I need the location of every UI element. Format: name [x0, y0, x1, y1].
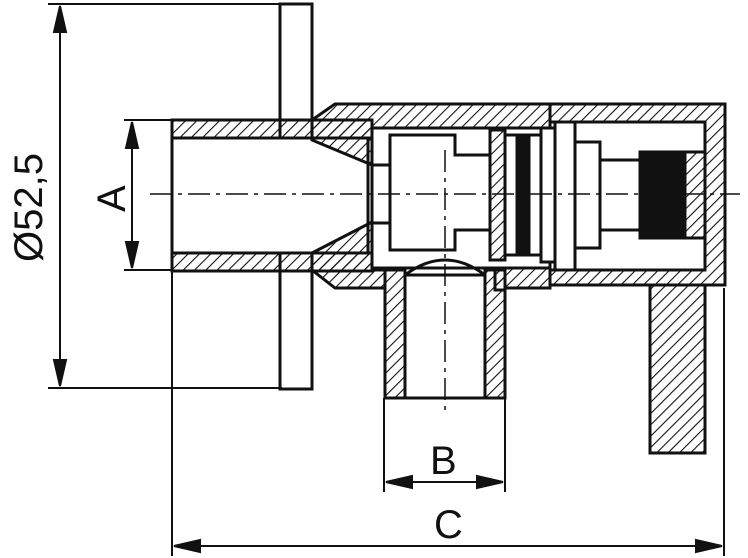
dimension-c-label: C — [434, 503, 463, 547]
handle-cap — [548, 102, 727, 287]
dimension-a-label: A — [90, 185, 134, 212]
lever-handle — [648, 283, 707, 455]
dimension-diameter — [48, 3, 282, 389]
dimension-b-label: B — [430, 439, 457, 483]
center-lines — [150, 150, 740, 412]
dimension-a — [124, 119, 172, 271]
spindle-seat — [370, 126, 557, 264]
dimension-b — [383, 398, 506, 492]
dimension-diameter-label: Ø52,5 — [7, 153, 51, 262]
dimension-c — [171, 272, 725, 556]
